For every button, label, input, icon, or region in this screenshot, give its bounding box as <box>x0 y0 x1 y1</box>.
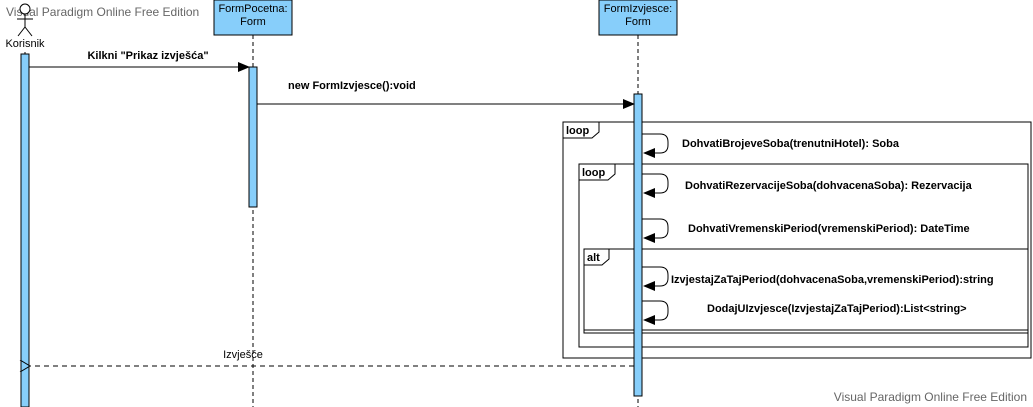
fragment-alt-label: alt <box>587 252 600 264</box>
self-message-dohvati-rezervacije-soba[interactable] <box>642 173 669 198</box>
fragment-outer-loop-label: loop <box>566 125 589 137</box>
self-message-dodaj-u-izvjesce[interactable] <box>642 300 669 325</box>
lifeline-header-formpocetna-line1: FormPocetna: <box>218 3 287 15</box>
activation-korisnik[interactable] <box>20 53 30 407</box>
activation-formpocetna[interactable] <box>248 66 258 208</box>
message-label-new-formizvjesce: new FormIzvjesce():void <box>288 80 416 92</box>
return-label-izvjesce: Izvješće <box>223 349 263 361</box>
activation-formizvjesce[interactable] <box>633 93 643 397</box>
message-label-dohvati-rezervacije-soba: DohvatiRezervacijeSoba(dohvacenaSoba): R… <box>685 180 973 192</box>
lifeline-header-formpocetna-line2: Form <box>240 16 266 28</box>
stick-figure-actor-icon[interactable] <box>17 3 33 37</box>
fragment-inner-loop-label: loop <box>582 167 605 179</box>
actor-name: Korisnik <box>5 38 45 50</box>
lifeline-header-formizvjesce-line2: Form <box>625 16 651 28</box>
self-message-dohvati-brojeve-soba[interactable] <box>642 133 669 158</box>
message-label-dohvati-brojeve-soba: DohvatiBrojeveSoba(trenutniHotel): Soba <box>682 138 900 150</box>
watermark-bottom: Visual Paradigm Online Free Edition <box>834 390 1027 404</box>
self-message-izvjestaj-za-taj-period[interactable] <box>642 266 669 291</box>
message-label-dodaj-u-izvjesce: DodajUIzvjesce(IzvjestajZaTajPeriod):Lis… <box>707 303 967 315</box>
message-label-klikni: Kilkni "Prikaz izvješća" <box>87 50 208 62</box>
self-message-dohvati-vremenski-period[interactable] <box>642 218 669 243</box>
fragment-alt[interactable]: alt <box>583 248 1029 334</box>
message-label-dohvati-vremenski-period: DohvatiVremenskiPeriod(vremenskiPeriod):… <box>688 223 970 235</box>
watermark-top: Visual Paradigm Online Free Edition <box>6 5 199 19</box>
lifeline-header-formizvjesce[interactable]: FormIzvjesce: Form <box>598 0 678 36</box>
lifeline-header-formpocetna[interactable]: FormPocetna: Form <box>213 0 293 36</box>
message-label-izvjestaj-za-taj-period: IzvjestajZaTajPeriod(dohvacenaSoba,vreme… <box>671 274 994 286</box>
fragment-outer-loop[interactable]: loop <box>562 121 1032 359</box>
lifeline-header-formizvjesce-line1: FormIzvjesce: <box>604 3 672 15</box>
